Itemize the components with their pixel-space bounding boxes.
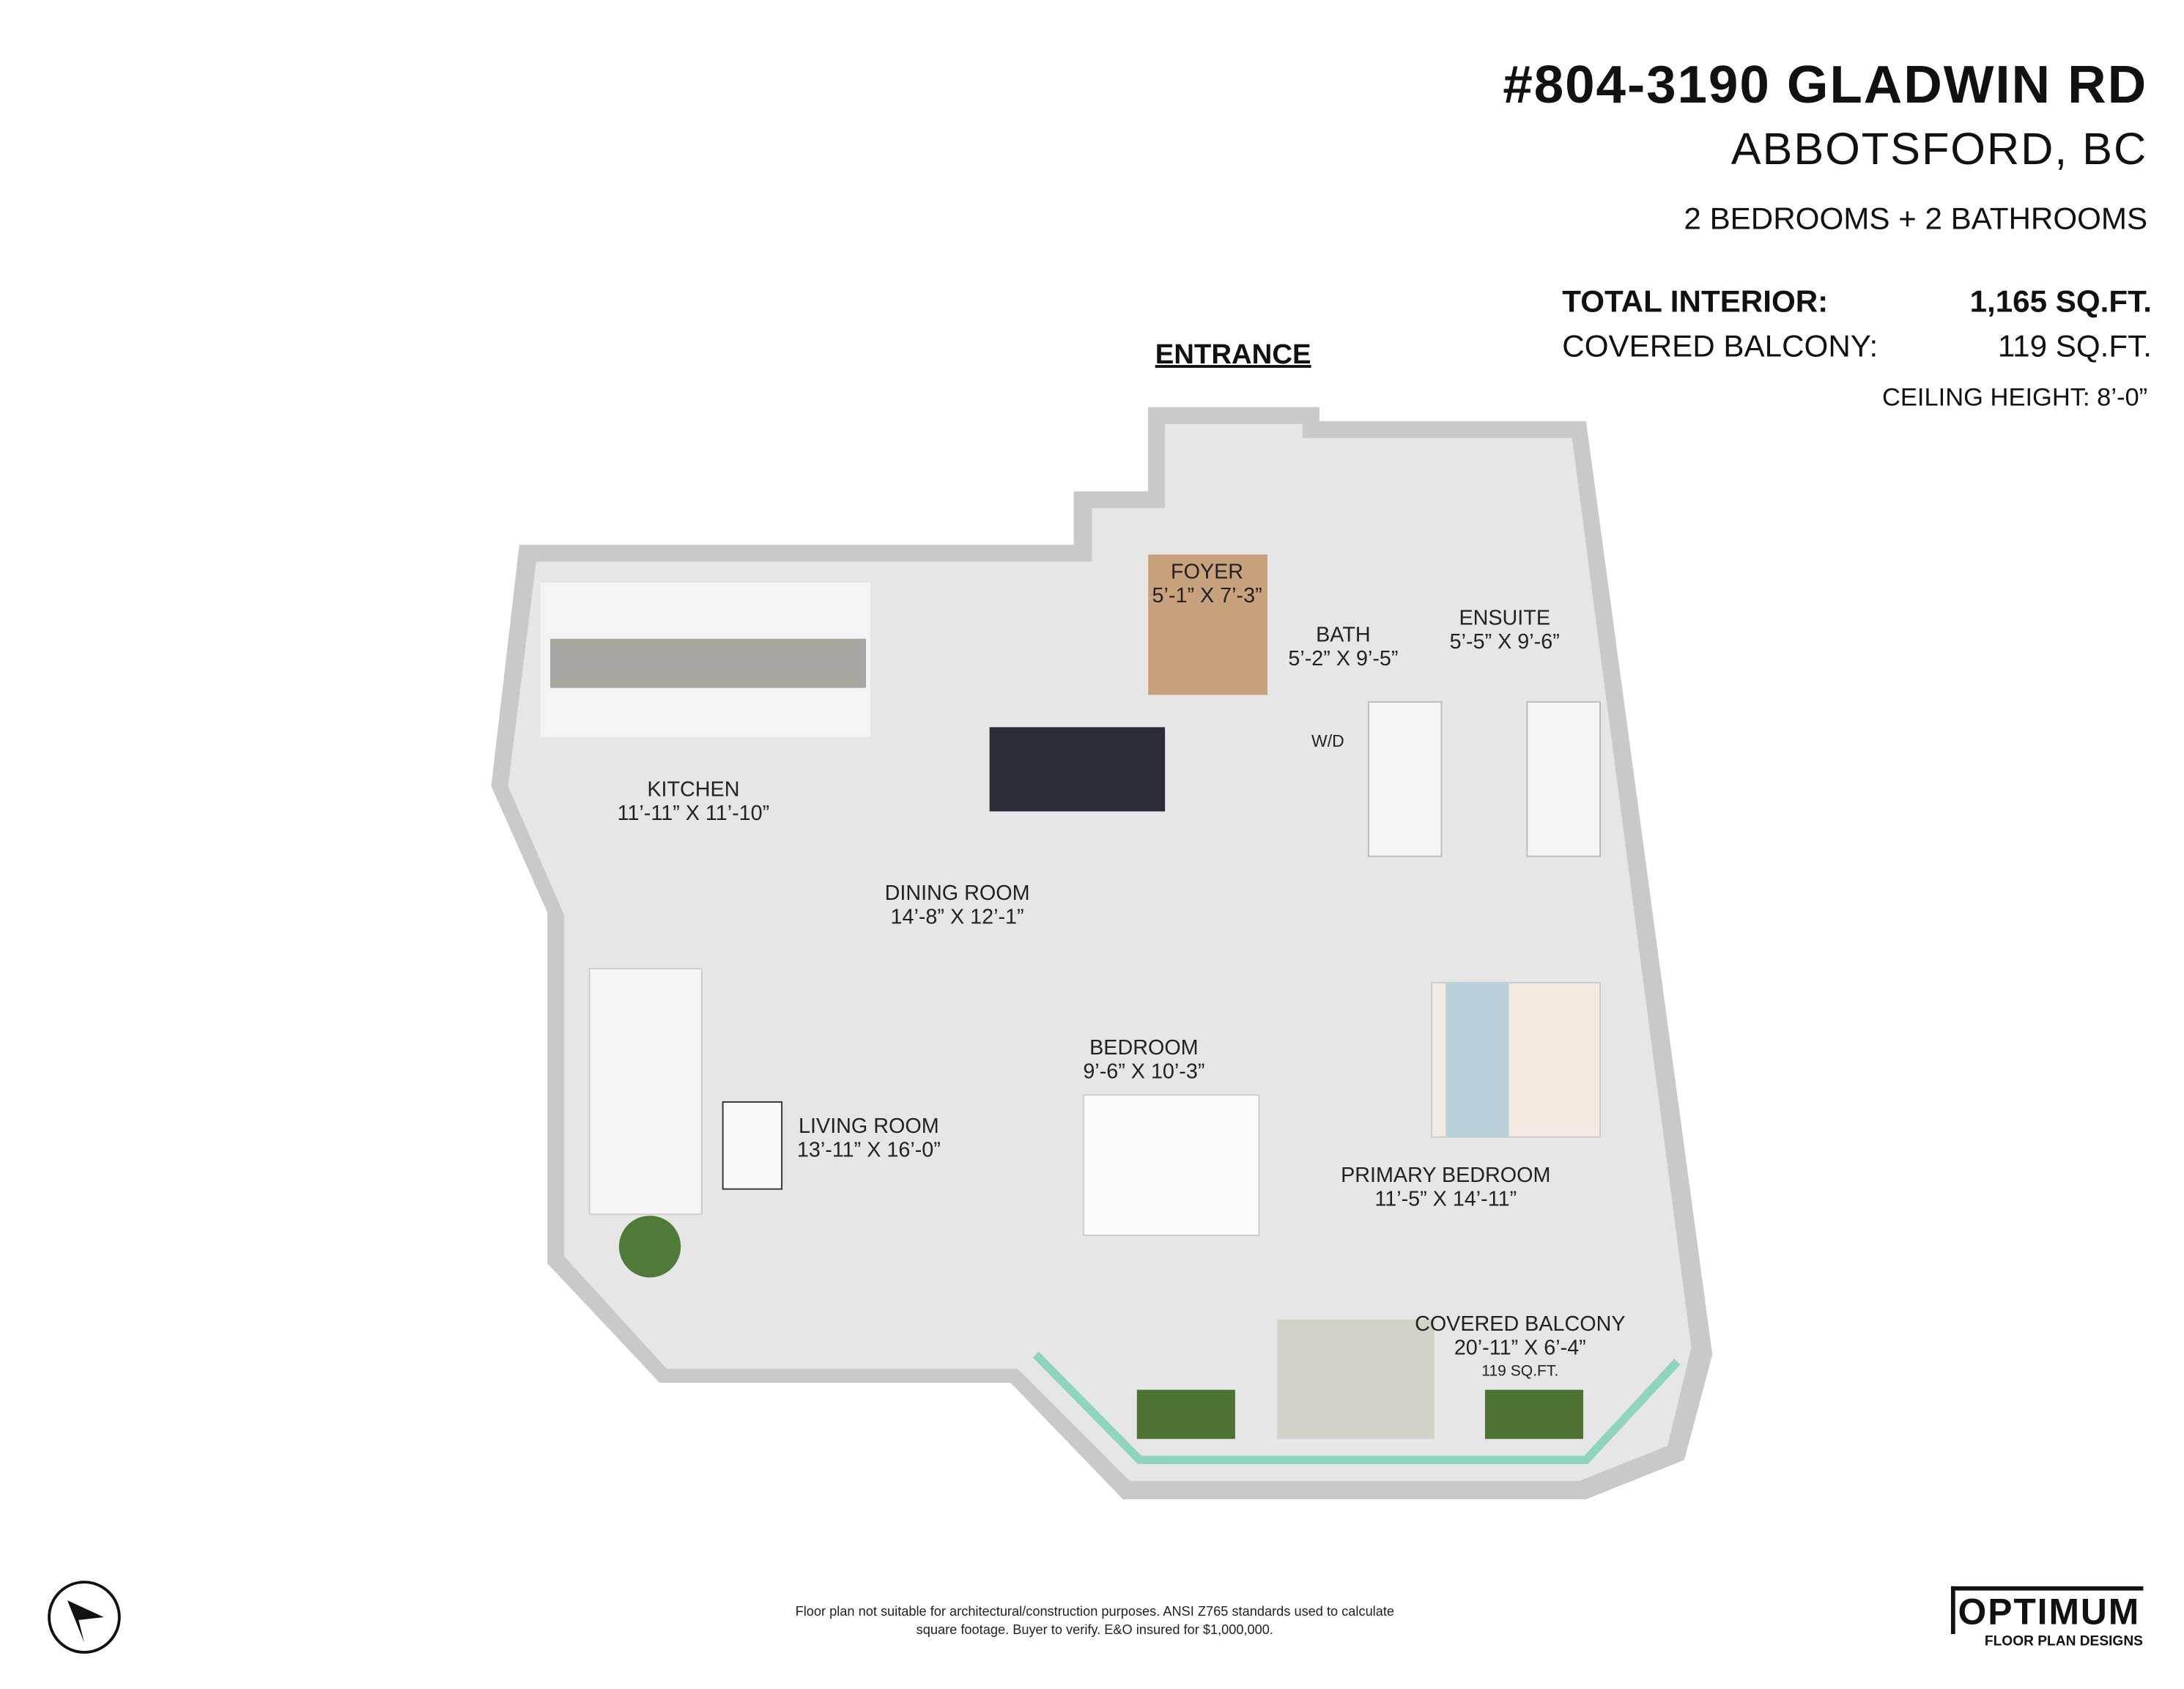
total-interior-row: TOTAL INTERIOR: 1,165 SQ.FT. (1562, 284, 2152, 320)
room-dims: 20’-11” X 6’-4” (1454, 1336, 1586, 1361)
room-name: LIVING ROOM (799, 1115, 939, 1139)
room-dims: 14’-8” X 12’-1” (890, 905, 1024, 930)
laundry-label: W/D (1311, 731, 1344, 751)
balcony-table (1277, 1319, 1435, 1439)
room-dims: 5’-2” X 9’-5” (1288, 647, 1399, 671)
kitchen-counter (549, 638, 867, 688)
room-name: ENSUITE (1459, 606, 1551, 631)
balcony-row: COVERED BALCONY: 119 SQ.FT. (1562, 328, 2152, 365)
room-name: COVERED BALCONY (1415, 1312, 1626, 1337)
sofa (588, 967, 703, 1216)
total-interior-value: 1,165 SQ.FT. (1969, 283, 2152, 319)
room-dims: 5’-5” X 9’-6” (1449, 630, 1560, 654)
north-arrow-icon (48, 1581, 121, 1654)
room-area: 119 SQ.FT. (1481, 1363, 1559, 1381)
room-name: PRIMARY BEDROOM (1341, 1164, 1551, 1188)
total-interior-label: TOTAL INTERIOR: (1562, 283, 1829, 319)
bed-primary-blanket (1445, 983, 1509, 1137)
room-dims: 9’-6” X 10’-3” (1083, 1060, 1205, 1084)
balcony-plant-left (1136, 1389, 1235, 1439)
room-name: KITCHEN (647, 777, 740, 802)
room-name: BEDROOM (1089, 1035, 1199, 1060)
room-dims: 11’-11” X 11’-10” (617, 801, 770, 826)
logo-text: OPTIMUM (1950, 1586, 2143, 1634)
balcony-value: 119 SQ.FT. (1997, 328, 2152, 364)
room-name: DINING ROOM (884, 882, 1030, 906)
room-name: BATH (1316, 623, 1371, 648)
plant (618, 1216, 681, 1278)
dining-table (989, 727, 1166, 812)
room-name: FOYER (1171, 560, 1244, 584)
optimum-logo: OPTIMUM FLOOR PLAN DESIGNS (1950, 1586, 2143, 1650)
room-dims: 11’-5” X 14’-11” (1374, 1187, 1517, 1212)
bed-bath-summary: 2 BEDROOMS + 2 BATHROOMS (1684, 200, 2148, 236)
city: ABBOTSFORD, BC (1730, 123, 2148, 174)
closet-ensuite (1526, 701, 1601, 857)
logo-subtext: FLOOR PLAN DESIGNS (1984, 1633, 2143, 1650)
balcony-plant-right (1484, 1389, 1584, 1439)
room-dims: 13’-11” X 16’-0” (796, 1138, 941, 1163)
entrance-label: ENTRANCE (1155, 339, 1311, 371)
room-dims: 5’-1” X 7’-3” (1152, 583, 1262, 608)
address-title: #804-3190 GLADWIN RD (1503, 56, 2148, 116)
coffee-table (722, 1101, 783, 1190)
balcony-glass-railing (1032, 1351, 1681, 1465)
disclaimer: Floor plan not suitable for architectura… (795, 1604, 1395, 1638)
foyer-floor (1148, 554, 1267, 695)
balcony-label: COVERED BALCONY: (1562, 328, 1878, 364)
closet-bath (1367, 701, 1443, 857)
ceiling-height: CEILING HEIGHT: 8’-0” (1881, 383, 2148, 412)
bed-secondary (1083, 1094, 1260, 1236)
